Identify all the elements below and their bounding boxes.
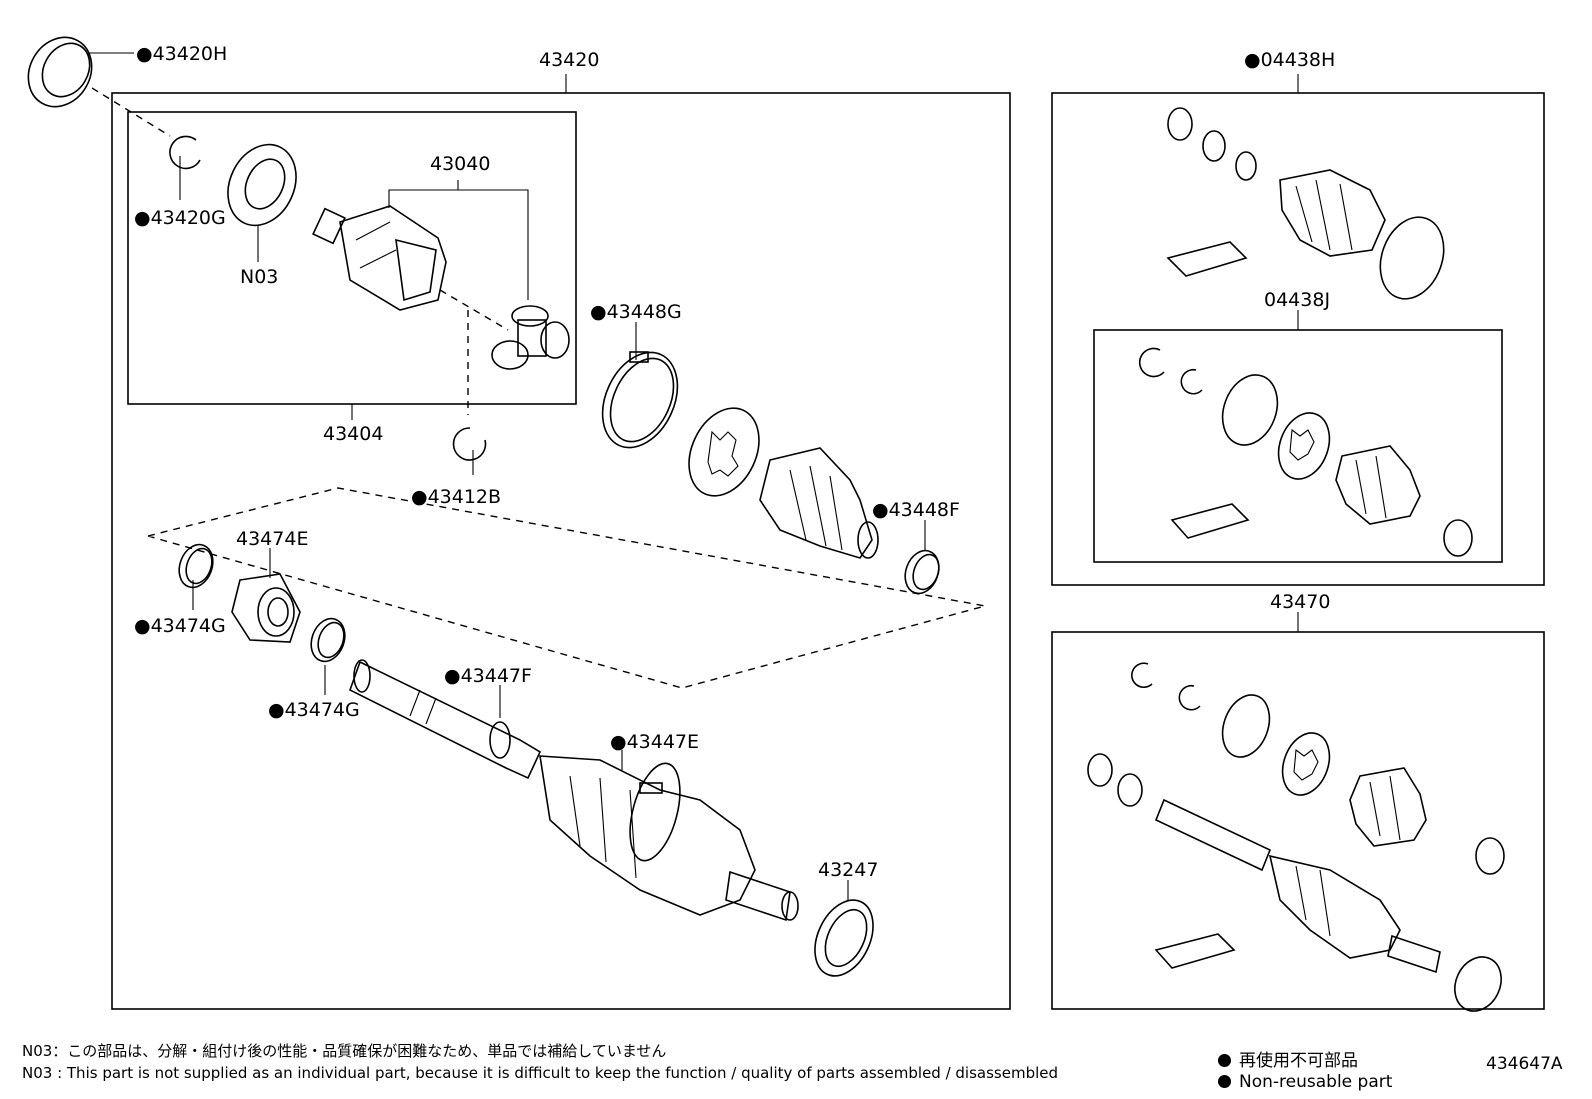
outer-boot <box>539 755 756 916</box>
snap-ring-43412B <box>452 427 487 461</box>
label-43447E: ●43447E <box>610 731 699 753</box>
assembly-43470-parts <box>1087 662 1505 1012</box>
label-04438J: 04438J <box>1264 289 1330 311</box>
washer-N03 <box>227 143 297 227</box>
kit-04438J-parts <box>1138 347 1473 557</box>
snap-ring-43420G <box>169 135 201 170</box>
ring-43474G-b <box>310 617 346 663</box>
label-43420: 43420 <box>539 49 599 71</box>
label-43447F: ●43447F <box>444 665 532 687</box>
box-04438J <box>1093 329 1503 563</box>
label-04438H: ●04438H <box>1244 49 1335 71</box>
inner-boot-ring <box>688 407 760 497</box>
label-43474G-b: ●43474G <box>268 699 360 721</box>
box-43470 <box>1051 631 1545 1010</box>
clamp-43448F <box>904 549 940 595</box>
label-43040: 43040 <box>430 153 490 175</box>
label-43470: 43470 <box>1270 591 1330 613</box>
oil-seal-43420H <box>27 36 93 108</box>
label-43404: 43404 <box>323 423 383 445</box>
label-43247: 43247 <box>818 859 878 881</box>
legend-en-text: Non-reusable part <box>1239 1072 1393 1092</box>
box-43404 <box>127 111 577 405</box>
tripod-joint <box>491 305 570 370</box>
bullet-icon <box>1218 1054 1231 1067</box>
inner-boot <box>759 447 879 559</box>
label-43474E: 43474E <box>236 528 308 550</box>
inner-joint-housing-43040 <box>312 205 447 311</box>
label-43448F: ●43448F <box>872 499 960 521</box>
clamp-43448G <box>601 351 679 449</box>
note-japanese: N03：この部品は、分解・組付け後の性能・品質確保が困難なため、単品では補給して… <box>22 1042 667 1060</box>
box-43420 <box>111 92 1011 1010</box>
legend-japanese: 再使用不可部品 <box>1218 1046 1358 1071</box>
figure-id: 434647A <box>1486 1054 1563 1074</box>
seal-43247 <box>814 899 874 977</box>
damper-43474E <box>231 573 301 643</box>
label-43420G: ●43420G <box>134 207 226 229</box>
label-N03: N03 <box>240 266 278 288</box>
label-43412B: ●43412B <box>411 486 501 508</box>
leader-lines <box>88 52 1299 900</box>
label-43448G: ●43448G <box>590 301 682 323</box>
outer-joint-spline <box>725 870 799 922</box>
drive-shaft <box>349 659 542 780</box>
bullet-icon <box>1218 1075 1231 1088</box>
legend-english: Non-reusable part <box>1218 1072 1392 1092</box>
note-english: N03 : This part is not supplied as an in… <box>22 1064 1059 1082</box>
legend-jp-text: 再使用不可部品 <box>1239 1051 1358 1071</box>
box-04438H <box>1051 92 1545 586</box>
label-43420H: ●43420H <box>136 43 227 65</box>
dashed-guides <box>91 87 986 689</box>
kit-04438H-parts <box>1166 107 1445 300</box>
label-43474G-a: ●43474G <box>134 615 226 637</box>
ring-43474G-a <box>178 543 214 589</box>
